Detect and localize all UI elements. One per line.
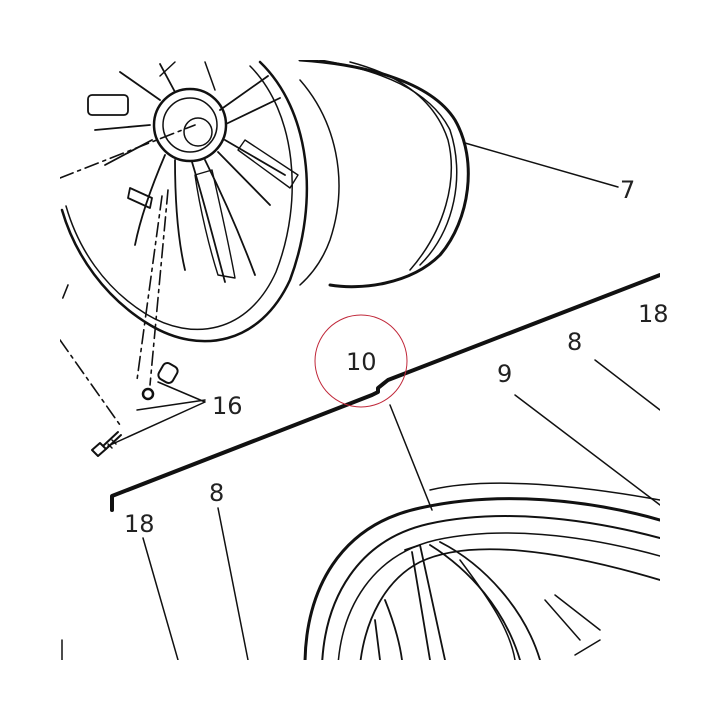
leader-9 — [514, 394, 660, 506]
lower-wheel — [303, 482, 660, 660]
leader-18-left — [142, 537, 179, 660]
callout-7: 7 — [620, 176, 635, 204]
upper-wheel-rim-lip — [60, 60, 309, 343]
leader-8-right — [594, 359, 660, 411]
upper-wheel — [60, 60, 470, 343]
callout-highlight-ring — [314, 314, 408, 408]
callout-16: 16 — [212, 392, 243, 420]
section-divider-line — [110, 273, 660, 512]
callout-10: 10 — [346, 348, 377, 376]
callout-8-right: 8 — [567, 328, 582, 356]
lower-wheel-barrel-edge — [303, 497, 660, 660]
upper-wheel-hub — [152, 87, 228, 163]
valve-parts — [91, 362, 206, 457]
leader-10 — [389, 404, 433, 511]
assembly-guide-lines — [60, 124, 196, 426]
upper-wheel-spokes — [94, 63, 299, 283]
callout-8-left: 8 — [209, 479, 224, 507]
callout-18-right: 18 — [638, 300, 669, 328]
callout-9: 9 — [497, 360, 512, 388]
callout-18-left: 18 — [124, 510, 155, 538]
leader-16 — [107, 381, 206, 447]
leader-7 — [464, 142, 619, 188]
valve-cap — [157, 362, 179, 384]
valve-nut — [141, 387, 155, 401]
leader-8-left — [217, 507, 249, 660]
lower-wheel-spokes — [374, 541, 601, 660]
